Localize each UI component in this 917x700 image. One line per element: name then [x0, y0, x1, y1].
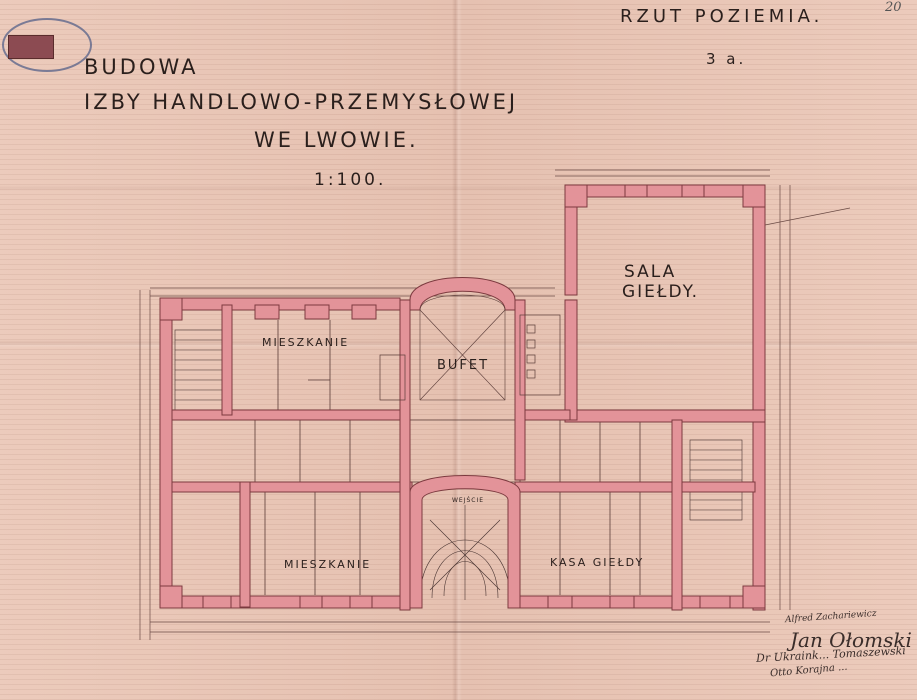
staircase-right: [689, 439, 743, 521]
room-label-mieszkanie-bottom: MIESZKANIE: [284, 558, 372, 571]
sheet-number: 3 a.: [706, 50, 747, 68]
heading-line-3: WE LWOWIE.: [254, 128, 419, 152]
vertical-fold: [452, 0, 462, 700]
horizontal-fold-upper: [0, 185, 917, 191]
horizontal-fold: [0, 340, 917, 348]
bufet-vault: [419, 294, 506, 401]
room-label-bufet: BUFET: [437, 358, 490, 373]
revenue-stamp: [0, 14, 92, 72]
walls: [159, 184, 766, 611]
staircase-left: [174, 329, 224, 411]
stamp-label: [8, 35, 54, 59]
room-label-wejscie: WEJŚCIE: [452, 497, 485, 504]
stamp-oval: [2, 18, 92, 72]
signature-line-2: Jan Ołomski: [790, 628, 912, 652]
room-label-sala: SALA: [624, 262, 677, 282]
heading-line-1: BUDOWA: [84, 55, 199, 79]
room-label-kasa: KASA GIEŁDY: [550, 556, 645, 569]
page-number: 20: [885, 0, 902, 15]
room-label-mieszkanie-top: MIESZKANIE: [262, 336, 350, 349]
dimension-lines: [139, 169, 851, 640]
room-label-gieldy: GIEŁDY.: [622, 282, 699, 302]
sheet-title: RZUT POZIEMIA.: [620, 6, 824, 27]
staircase-main: [419, 505, 511, 601]
drawing-scale: 1:100.: [314, 170, 387, 190]
heading-line-2: IZBY HANDLOWO-PRZEMYSŁOWEJ: [84, 90, 519, 114]
utility-rooms: [379, 314, 561, 401]
